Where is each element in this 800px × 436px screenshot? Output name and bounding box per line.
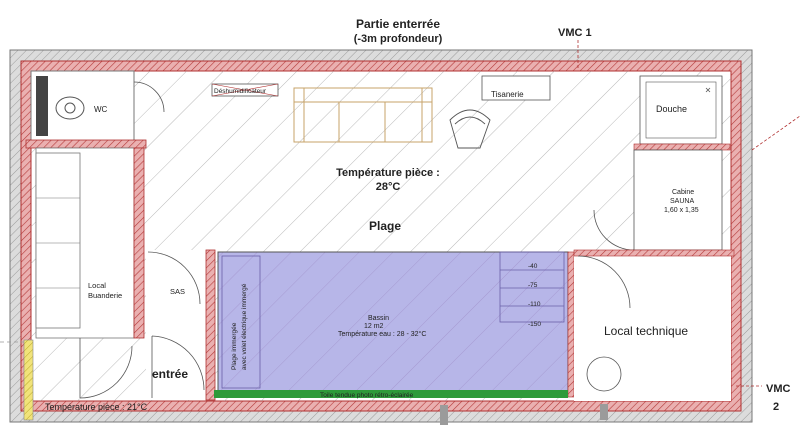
plage-label: Plage (369, 219, 401, 233)
tisanerie-counter (481, 75, 551, 101)
sauna-label-1: Cabine (672, 189, 694, 196)
technical-room-label: Local technique (604, 324, 688, 338)
backlit-canvas (214, 390, 568, 398)
wc-door-swing (133, 81, 165, 113)
buanderie-door-swing (79, 338, 133, 399)
buanderie-label-2: Buanderie (88, 291, 122, 300)
sauna-label-3: 1,60 x 1,35 (664, 207, 699, 214)
sauna (633, 149, 723, 251)
sas-door-swing (147, 251, 201, 305)
room-temperature-label-2: 28°C (376, 181, 401, 193)
vmc1-label: VMC 1 (558, 27, 592, 39)
armchair (449, 109, 491, 149)
step-depth-4: -150 (528, 321, 541, 328)
sauna-door-swing (593, 209, 635, 251)
dehumidifier-label: Déshumidificateur (214, 88, 267, 95)
insulated-wall (21, 61, 741, 411)
pool-label-2: 12 m2 (364, 323, 384, 330)
step-depth-2: -75 (528, 282, 538, 289)
wc-label: WC (94, 105, 108, 114)
submerged-deck (221, 255, 261, 389)
room-temperature-label-1: Température pièce : (336, 167, 440, 179)
technical-tank (586, 356, 622, 392)
vmc2-label-b: 2 (773, 401, 779, 413)
submerged-deck-label-2: avec volet électrique immergé (241, 283, 248, 370)
pool-label-3: Température eau : 28 - 32°C (338, 330, 426, 338)
shower-head-icon (705, 87, 711, 93)
outside-temperature-label: Température pièce : 21°C (45, 402, 148, 412)
technical-door-swing (577, 255, 631, 309)
sas-room (146, 250, 206, 400)
sofa (293, 87, 433, 143)
pool-steps (499, 251, 565, 323)
step-depth-1: -40 (528, 263, 538, 270)
exterior-insulation (23, 339, 34, 421)
shower (639, 75, 723, 145)
entree-door-swing (151, 335, 205, 398)
toilet-icon (55, 96, 85, 120)
top-title-1: Partie enterrée (356, 17, 440, 31)
submerged-deck-label-1: Plage immergée (231, 322, 238, 370)
top-title-2: (-3m profondeur) (354, 33, 443, 45)
vmc2-label-a: VMC (766, 383, 791, 395)
sauna-label-2: SAUNA (670, 198, 694, 205)
backlit-canvas-label: Toile tendue photo rétro-éclairée (320, 392, 414, 399)
entree-label: entrée (152, 367, 188, 381)
buanderie-label-1: Local (88, 281, 106, 290)
shower-label: Douche (656, 104, 687, 114)
step-depth-3: -110 (528, 301, 541, 308)
pool-label-1: Bassin (368, 315, 389, 322)
tisanerie-label: Tisanerie (491, 90, 524, 99)
sas-label: SAS (170, 287, 185, 296)
